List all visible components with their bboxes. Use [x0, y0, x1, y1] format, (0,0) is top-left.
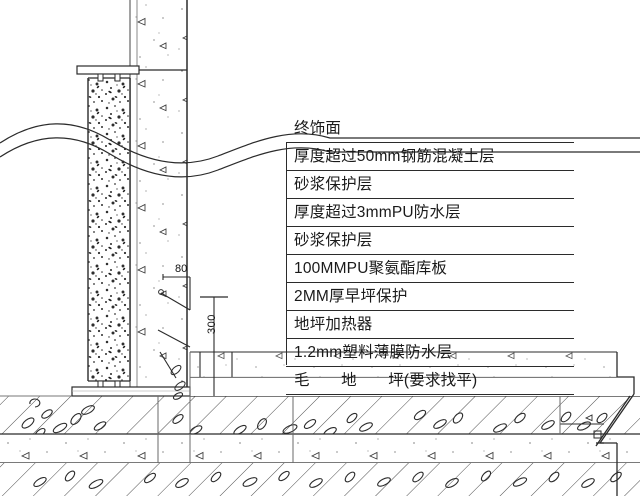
legend-label: 终饰面: [294, 120, 342, 137]
legend-row: 1.2mm塑料薄膜防水层: [286, 338, 574, 366]
legend-row: 砂浆保护层: [286, 226, 574, 254]
legend-label: 厚度超过3mmPU防水层: [294, 204, 461, 221]
legend-row: 毛 地 坪(要求找平): [286, 366, 574, 395]
legend-left-border: [286, 142, 288, 365]
legend-label: 毛 地 坪(要求找平): [294, 372, 478, 389]
legend-label: 厚度超过50mm钢筋混凝土层: [294, 148, 495, 165]
legend-label: 100MMPU聚氨酯库板: [294, 260, 448, 277]
slab-interior-marks: [172, 352, 233, 400]
lower-slab: [0, 433, 640, 464]
concrete-wall: [129, 0, 188, 396]
legend-label: 1.2mm塑料薄膜防水层: [294, 344, 453, 361]
ramp-step-detail: [157, 274, 191, 391]
legend-label: 地坪加热器: [294, 316, 373, 333]
legend-table: 终饰面 厚度超过50mm钢筋混凝土层 砂浆保护层 厚度超过3mmPU防水层 砂浆…: [286, 115, 574, 395]
top-cap-plate: [76, 65, 187, 82]
dimension-label-300: 300: [206, 314, 218, 334]
legend-row: 厚度超过3mmPU防水层: [286, 198, 574, 226]
pu-sandwich-panel: [87, 77, 131, 382]
dimension-label-80: 80: [175, 263, 188, 275]
ground-fill-upper: [0, 396, 640, 439]
ground-fill-lower: [0, 463, 640, 496]
legend-label: 砂浆保护层: [294, 176, 373, 193]
legend-row: 2MM厚早坪保护: [286, 282, 574, 310]
legend-row: 砂浆保护层: [286, 170, 574, 198]
interior-slab: [190, 351, 640, 396]
legend-row: 100MMPU聚氨酯库板: [286, 254, 574, 282]
legend-row: 终饰面: [286, 115, 574, 142]
legend-row: 厚度超过50mm钢筋混凝土层: [286, 142, 574, 170]
dimension-300: [200, 296, 228, 396]
wavy-break-line: [0, 123, 640, 178]
right-edge-detail: [560, 352, 635, 496]
slab-joint-lines: [157, 352, 561, 463]
legend-label: 2MM厚早坪保护: [294, 288, 408, 305]
legend-label: 砂浆保护层: [294, 232, 373, 249]
top-fasteners: [97, 73, 121, 82]
legend-row: 地坪加热器: [286, 310, 574, 338]
